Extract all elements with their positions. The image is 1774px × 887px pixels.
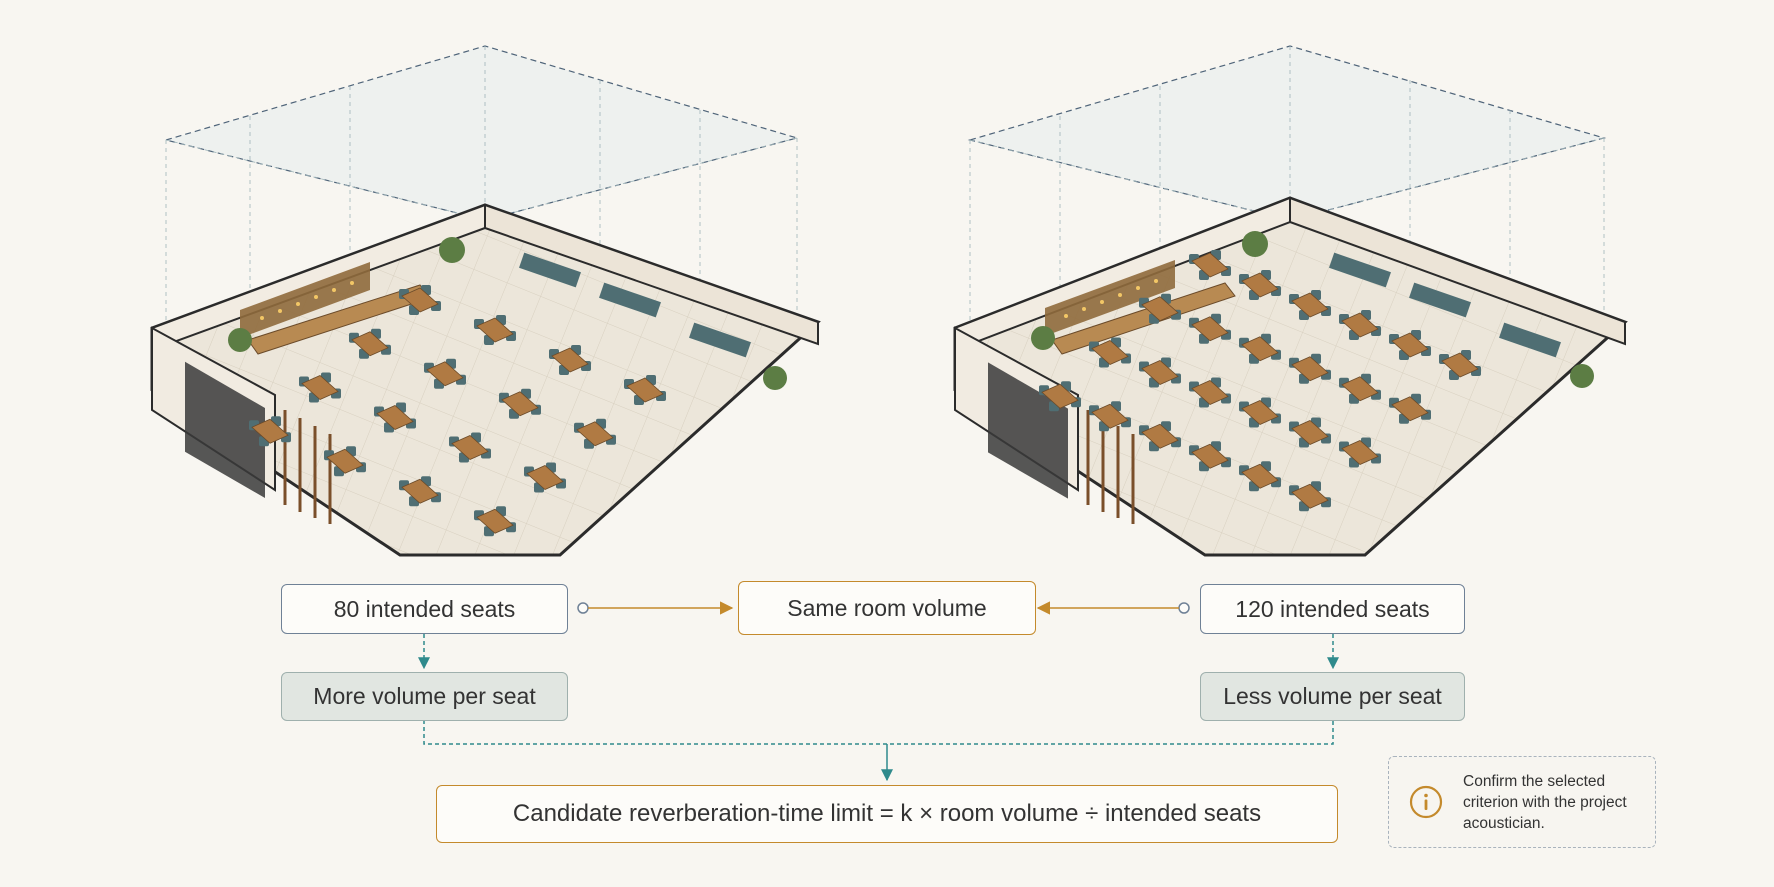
dining-table [374,402,416,433]
dining-table [524,462,566,493]
dining-table [1289,417,1331,448]
dining-table [1189,441,1231,472]
right-seats-label: 120 intended seats [1235,595,1430,622]
dining-table [1139,293,1181,324]
note-text: Confirm the selected criterion with the … [1463,772,1627,832]
restaurant-layout-120-seats [953,45,1628,557]
formula-box: Candidate reverberation-time limit = k ×… [436,785,1338,843]
dining-table [1039,381,1081,412]
dining-table [249,416,291,447]
acoustician-note: Confirm the selected criterion with the … [1388,756,1656,848]
dining-table [1289,290,1331,320]
dining-table [1339,373,1381,404]
dining-table [1289,353,1331,384]
connector-left-to-volume [577,601,734,615]
dining-table [299,372,341,403]
dining-table [1139,357,1181,388]
restaurant-layout-80-seats [150,45,821,557]
dining-table [1189,250,1231,280]
less-volume-box: Less volume per seat [1200,672,1465,721]
dining-table [1239,270,1281,300]
connector-merge-to-formula [423,720,1334,782]
more-volume-label: More volume per seat [313,683,536,709]
dining-table [1339,310,1381,340]
dining-table [1189,313,1231,344]
same-volume-box: Same room volume [738,581,1036,635]
dining-table [474,315,516,345]
connector-right-to-volume [1036,601,1190,615]
left-seats-box: 80 intended seats [281,584,568,634]
dining-table [1239,333,1281,364]
dining-table [1439,350,1481,380]
dining-table [549,345,591,375]
dining-table [1089,401,1131,432]
dining-table [574,418,616,449]
same-volume-label: Same room volume [787,594,987,621]
dining-table [1239,397,1281,428]
dining-table [1189,377,1231,408]
dining-table [349,328,391,359]
dining-table [424,358,466,389]
dining-table [499,388,541,419]
dining-table [1339,437,1381,468]
dining-table [1389,393,1431,424]
info-icon [1409,785,1443,819]
dining-table [1089,337,1131,368]
more-volume-box: More volume per seat [281,672,568,721]
dining-table [1139,421,1181,452]
less-volume-label: Less volume per seat [1223,683,1442,709]
dining-table [474,506,516,537]
formula-label: Candidate reverberation-time limit = k ×… [512,800,1262,827]
dining-table [449,432,491,463]
dining-table [1239,461,1281,492]
dining-table [1389,330,1431,360]
dining-table [624,375,666,405]
left-seats-label: 80 intended seats [333,595,516,622]
dining-table [399,285,441,315]
dining-table [324,446,366,477]
right-seats-box: 120 intended seats [1200,584,1465,634]
dining-table [1289,481,1331,512]
dining-table [399,476,441,507]
